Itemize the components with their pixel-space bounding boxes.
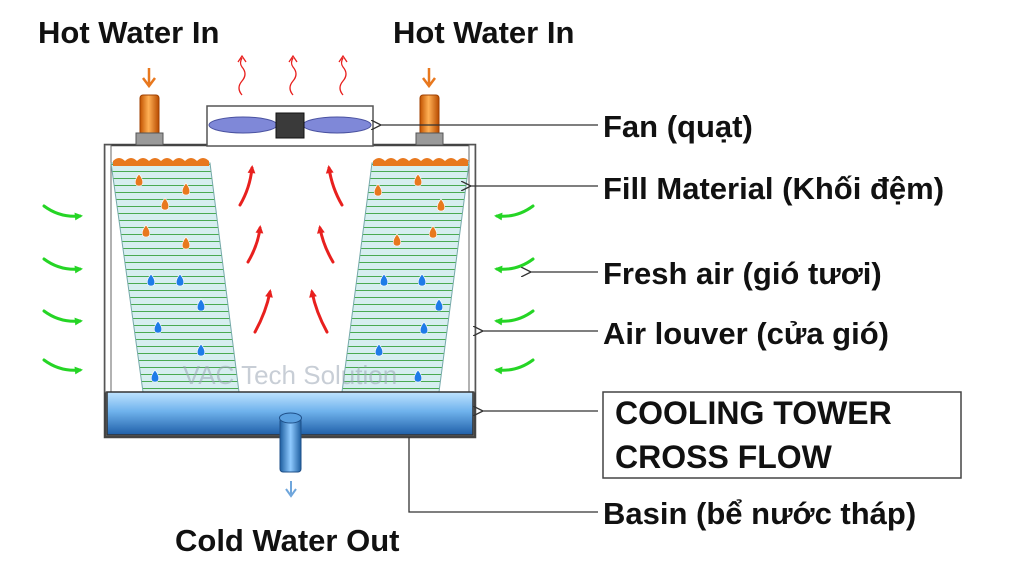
- water-droplets: [134, 173, 446, 383]
- hot-water-inlet-pipe-right: [415, 68, 444, 146]
- cold-water-drop: [434, 298, 444, 312]
- basin-label: Basin (bể nước tháp): [603, 496, 916, 531]
- cold-water-drop: [417, 273, 427, 287]
- fresh-air-arrow-head: [494, 265, 503, 274]
- fresh-air-arrow-head: [74, 366, 83, 375]
- hot-water-drop: [134, 173, 144, 187]
- cold-water-drop: [153, 320, 163, 334]
- warm-air-arrow-head: [265, 289, 273, 298]
- title-line-2: CROSS FLOW: [615, 439, 833, 475]
- fresh-air-arrow: [495, 257, 535, 271]
- warm-air-arrow-head: [325, 165, 334, 174]
- fresh-air-arrow: [42, 309, 82, 323]
- cold-water-drop: [146, 273, 156, 287]
- hot-water-inlet-pipe-left: [135, 68, 164, 146]
- hot-water-drop: [428, 225, 438, 239]
- callout-lines: [380, 125, 598, 513]
- hot-water-drop: [160, 197, 170, 211]
- fresh-air-arrow-head: [74, 212, 83, 221]
- warm-air-flow: [238, 165, 344, 334]
- fresh-air-arrow: [42, 257, 82, 271]
- fresh-air-arrow: [495, 309, 535, 323]
- cold-water-drop: [196, 343, 206, 357]
- fan-blade-right: [302, 116, 372, 134]
- fresh-air-arrow-head: [74, 317, 83, 326]
- hot-water-in-right-label: Hot Water In: [393, 15, 574, 50]
- warm-air-arrow-head: [317, 225, 325, 234]
- cold-water-drop: [379, 273, 389, 287]
- warm-air-arrow-head: [247, 165, 256, 174]
- fresh-air-arrow: [495, 358, 535, 372]
- fresh-air-flow: [42, 204, 535, 375]
- right-louver-wall: [468, 144, 476, 393]
- hot-water-drop: [181, 236, 191, 250]
- hot-water-distribution-left: [113, 158, 209, 166]
- fresh-air-arrow-head: [494, 366, 503, 375]
- hot-water-drop: [373, 183, 383, 197]
- cold-water-out-label: Cold Water Out: [175, 523, 399, 558]
- hot-water-drop: [181, 182, 191, 196]
- hot-water-drop: [436, 198, 446, 212]
- fan-blade-left: [208, 116, 278, 134]
- cold-water-drop: [175, 273, 185, 287]
- hot-water-drop: [392, 233, 402, 247]
- hot-water-drop: [141, 224, 151, 238]
- air-louver-label: Air louver (cửa gió): [603, 316, 889, 351]
- hot-water-drop: [413, 173, 423, 187]
- fresh-air-arrow-head: [494, 317, 503, 326]
- watermark: VAC Tech Solution: [183, 360, 397, 390]
- cold-water-out-pipe: [279, 412, 302, 498]
- fan-label: Fan (quạt): [603, 109, 753, 144]
- left-louver-wall: [104, 144, 112, 393]
- cold-water-drop: [196, 298, 206, 312]
- fill-material-label: Fill Material (Khối đệm): [603, 171, 944, 206]
- cold-water-drop: [419, 321, 429, 335]
- fan-hub: [275, 112, 305, 139]
- fresh-air-arrow-head: [74, 265, 83, 274]
- fresh-air-arrow: [42, 358, 82, 372]
- fresh-air-arrow: [495, 204, 535, 218]
- warm-air-arrow-head: [309, 289, 317, 298]
- exhaust-air: [237, 54, 348, 96]
- fresh-air-arrow-head: [494, 212, 503, 221]
- fresh-air-label: Fresh air (gió tươi): [603, 256, 882, 291]
- hot-water-distribution-right: [373, 158, 469, 166]
- title-box: [602, 391, 962, 479]
- hot-water-in-left-label: Hot Water In: [38, 15, 219, 50]
- warm-air-arrow-head: [255, 225, 264, 234]
- cold-water-drop: [413, 369, 423, 383]
- cold-water-drop: [150, 369, 160, 383]
- title-line-1: COOLING TOWER: [615, 395, 892, 431]
- cold-water-drop: [374, 343, 384, 357]
- fresh-air-arrow: [42, 204, 82, 218]
